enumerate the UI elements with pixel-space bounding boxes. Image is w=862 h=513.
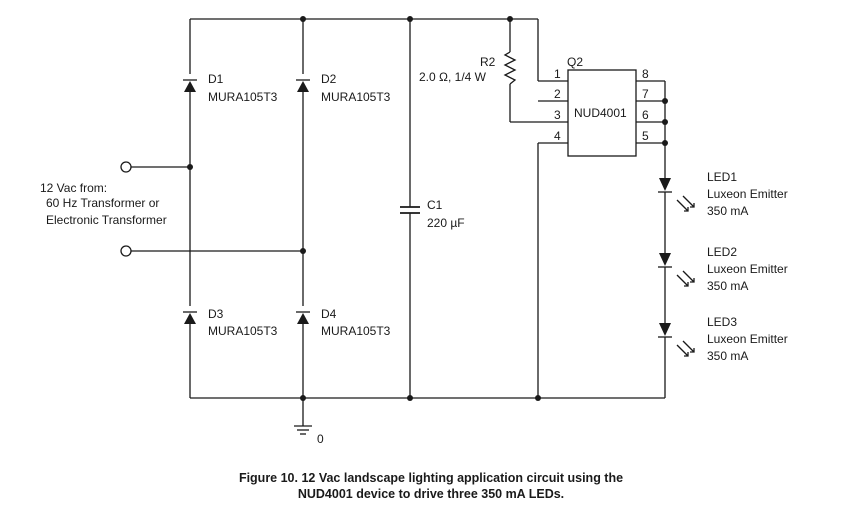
figure-caption-line-1: Figure 10. 12 Vac landscape lighting app… — [238, 471, 624, 485]
led3-ref: LED3 — [707, 315, 737, 329]
source-label-line-3: Electronic Transformer — [46, 213, 167, 227]
ic-q2-part: NUD4001 — [574, 106, 627, 120]
diode-d4-ref: D4 — [321, 307, 337, 321]
source-label-line-1: 12 Vac from: — [40, 181, 107, 195]
ic-pin-2: 2 — [554, 87, 561, 101]
led3-type: Luxeon Emitter — [707, 332, 788, 346]
ic-pin-6: 6 — [642, 108, 649, 122]
resistor-r2-value: 2.0 Ω, 1/4 W — [419, 70, 487, 84]
schematic: 12 Vac from: 60 Hz Transformer or Electr… — [40, 16, 788, 446]
ic-pin-5: 5 — [642, 129, 649, 143]
led2-current: 350 mA — [707, 279, 748, 293]
ic-q2-body — [567, 69, 637, 157]
capacitor-c1-value: 220 µF — [427, 216, 465, 230]
diode-d3-ref: D3 — [208, 307, 224, 321]
junction-dots — [187, 16, 668, 401]
capacitor-c1-symbol — [400, 206, 420, 214]
led1-ref: LED1 — [707, 170, 737, 184]
diode-d1-ref: D1 — [208, 72, 224, 86]
ac-input-terminals — [120, 161, 132, 257]
diode-d4-symbol — [296, 311, 310, 324]
diode-d1-part: MURA105T3 — [208, 90, 278, 104]
capacitor-c1-ref: C1 — [427, 198, 443, 212]
led1-type: Luxeon Emitter — [707, 187, 788, 201]
ic-q2-ref: Q2 — [567, 55, 583, 69]
led3-symbol — [658, 323, 695, 357]
led3-current: 350 mA — [707, 349, 748, 363]
led1-current: 350 mA — [707, 204, 748, 218]
diode-d1-symbol — [183, 79, 197, 92]
source-label-line-2: 60 Hz Transformer or — [46, 196, 159, 210]
led1-symbol — [658, 178, 695, 212]
diode-d2-part: MURA105T3 — [321, 90, 391, 104]
diode-d3-part: MURA105T3 — [208, 324, 278, 338]
resistor-r2-symbol — [503, 51, 517, 85]
led2-ref: LED2 — [707, 245, 737, 259]
diode-d3-symbol — [183, 311, 197, 324]
ic-pin-1: 1 — [554, 67, 561, 81]
ic-pin-7: 7 — [642, 87, 649, 101]
ic-pin-3: 3 — [554, 108, 561, 122]
ic-pin-8: 8 — [642, 67, 649, 81]
diode-d2-ref: D2 — [321, 72, 337, 86]
ground-label: 0 — [317, 432, 324, 446]
diode-d2-symbol — [296, 79, 310, 92]
led2-symbol — [658, 253, 695, 287]
ground-symbol — [294, 425, 312, 435]
wires — [131, 18, 666, 426]
resistor-r2-ref: R2 — [480, 55, 496, 69]
led2-type: Luxeon Emitter — [707, 262, 788, 276]
figure-caption-line-2: NUD4001 device to drive three 350 mA LED… — [297, 487, 565, 501]
ic-pin-4: 4 — [554, 129, 561, 143]
diode-d4-part: MURA105T3 — [321, 324, 391, 338]
